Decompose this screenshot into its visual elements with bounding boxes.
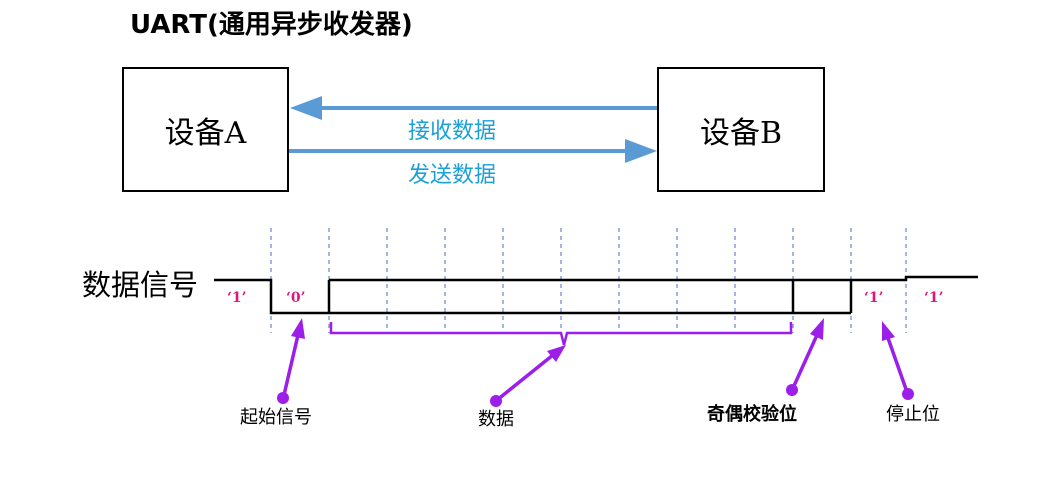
data-bracket — [329, 322, 793, 346]
send-data-label: 发送数据 — [408, 163, 497, 188]
stop-bit-label-2: ‘1’ — [924, 290, 944, 306]
send-arrow — [289, 139, 657, 163]
device-b-label: 设备B — [699, 115, 783, 151]
start-bit-label: ‘0’ — [286, 290, 306, 306]
bit-dividers — [270, 228, 907, 333]
device-b-box: 设备B — [657, 67, 825, 192]
idle-bit-label: ‘1’ — [227, 290, 247, 306]
diagram-title: UART(通用异步收发器) — [130, 10, 413, 40]
signal-waveform — [214, 275, 978, 315]
parity-bit-annotation: 奇偶校验位 — [707, 404, 797, 425]
annotation-arrows — [277, 318, 914, 407]
stop-bit-annotation: 停止位 — [886, 404, 940, 425]
data-annotation: 数据 — [478, 409, 514, 430]
receive-arrow — [290, 96, 657, 120]
start-signal-annotation: 起始信号 — [240, 407, 312, 428]
data-signal-label: 数据信号 — [82, 268, 199, 302]
receive-data-label: 接收数据 — [408, 119, 497, 144]
device-a-box: 设备A — [122, 67, 289, 192]
stop-bit-label-1: ‘1’ — [864, 290, 884, 306]
device-a-label: 设备A — [164, 115, 247, 151]
